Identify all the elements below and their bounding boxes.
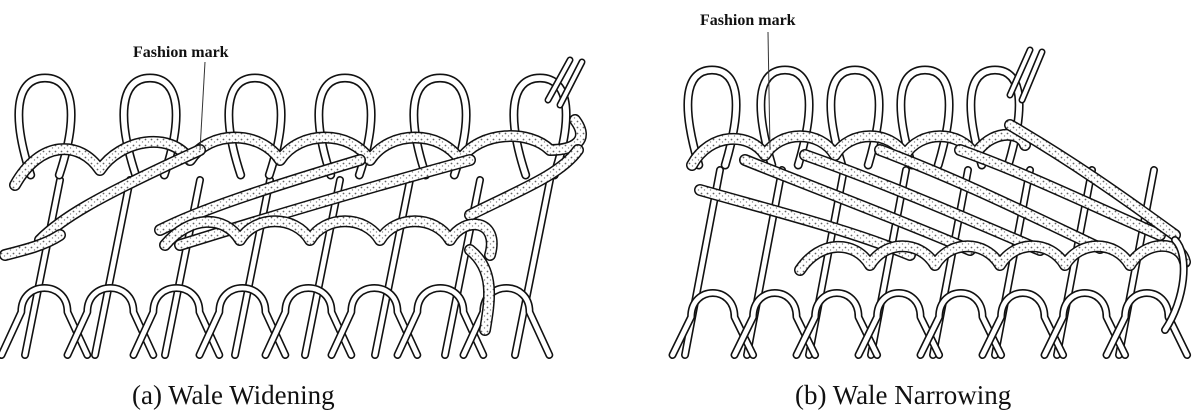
panel-wale-widening: Fashion mark (a) Wale Widening [0,0,610,419]
wale-leg-core [515,180,550,355]
callout-leader-line [200,62,205,150]
caption-wale-widening: (a) Wale Widening [132,380,335,411]
fashion-mark-callout: Fashion mark [133,44,229,62]
wale-leg-core [25,180,60,355]
caption-wale-narrowing: (b) Wale Narrowing [795,380,1011,411]
wale-leg-core [165,180,200,355]
wale-leg-core [95,180,130,355]
knit-diagram-narrowing [640,0,1196,419]
knit-diagram-widening [0,0,610,419]
panel-wale-narrowing: Fashion mark (b) Wale Narrowing [640,0,1196,419]
wale-leg-core [235,180,270,355]
fashion-mark-callout: Fashion mark [700,12,796,30]
fashion-diagonal-fill [700,190,910,255]
